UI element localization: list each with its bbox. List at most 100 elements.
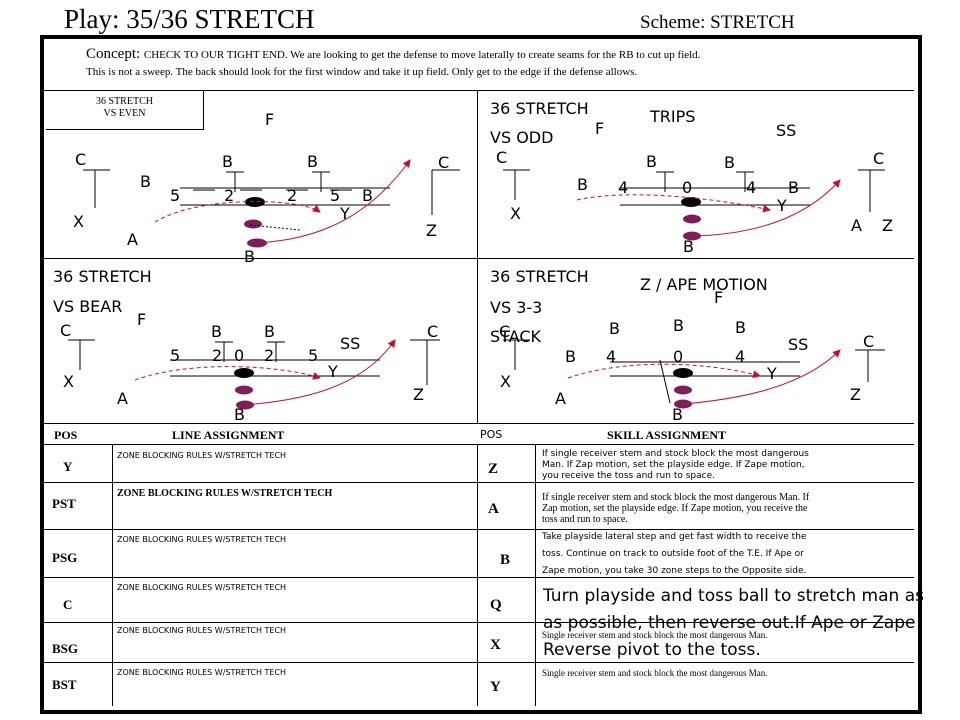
table-row-line-2	[44, 529, 914, 530]
concept-text: Concept: CHECK TO OUR TIGHT END. We are …	[86, 46, 906, 81]
skill-pos-b: B	[500, 552, 511, 568]
concept-lead: Concept:	[86, 46, 144, 62]
stack-4a: 4	[606, 347, 617, 366]
stack-a: A	[555, 389, 566, 408]
play-sheet-frame	[40, 35, 922, 714]
bear-c-right: C	[427, 322, 439, 341]
line-rule-bst: ZONE BLOCKING RULES W/STRETCH TECH	[117, 668, 287, 677]
stack-c-right: C	[863, 332, 875, 351]
stack-b-rb: B	[672, 405, 683, 424]
pos2-header: POS	[480, 428, 503, 441]
bear-x: X	[63, 372, 74, 391]
skill-pos-y: Y	[490, 679, 501, 695]
bear-b1: B	[211, 322, 222, 341]
table-row-line-1	[44, 482, 914, 483]
divider-table-top	[44, 423, 914, 424]
diagram-even	[83, 159, 460, 248]
stack-b1: B	[609, 319, 620, 338]
bear-z: Z	[413, 385, 424, 404]
stack-0: 0	[673, 347, 684, 366]
bear-title-1: 36 STRETCH	[53, 267, 152, 286]
divider-concept	[44, 90, 914, 91]
stack-x: X	[500, 372, 511, 391]
odd-b-rb: B	[683, 237, 694, 256]
q-overlay-line-2: as possible, then reverse out.If Ape or …	[543, 613, 916, 633]
line-pos-y: Y	[63, 459, 73, 474]
even-b-rb: B	[244, 247, 255, 266]
stack-z: Z	[850, 385, 861, 404]
table-col-line-2	[477, 444, 478, 706]
q-overlay-line-3: Reverse pivot to the toss.	[543, 640, 761, 660]
even-2a: 2	[224, 186, 235, 205]
line-pos-pst: PST	[52, 496, 76, 511]
scheme-label: Scheme: STRETCH	[640, 12, 795, 33]
odd-c-left: C	[496, 148, 508, 167]
stack-c-left: C	[499, 322, 511, 341]
skill-pos-x: X	[490, 637, 501, 653]
skill-pos-q: Q	[490, 597, 502, 613]
even-2b: 2	[287, 186, 298, 205]
bear-title-2: VS BEAR	[53, 297, 123, 316]
line-rule-bsg: ZONE BLOCKING RULES W/STRETCH TECH	[117, 626, 287, 635]
even-c-right: C	[438, 153, 450, 172]
bear-a: A	[117, 389, 128, 408]
odd-ss: SS	[776, 121, 797, 140]
divider-diagrams-mid	[44, 258, 914, 259]
bear-b-rb: B	[234, 405, 245, 424]
bear-b2: B	[264, 322, 275, 341]
play-title: Play: 35/36 STRETCH	[64, 4, 315, 34]
line-rule-psg: ZONE BLOCKING RULES W/STRETCH TECH	[117, 535, 287, 544]
line-rule-pst: ZONE BLOCKING RULES W/STRETCH TECH	[117, 488, 333, 499]
even-c-left: C	[75, 150, 87, 169]
stack-title-3: STACK	[490, 327, 542, 346]
diagram-bear	[68, 339, 440, 410]
even-b1: B	[222, 152, 233, 171]
bear-2a: 2	[212, 346, 223, 365]
even-a: A	[127, 230, 138, 249]
bear-5b: 5	[308, 346, 319, 365]
stack-ss: SS	[788, 335, 809, 354]
bear-y: Y	[328, 362, 338, 381]
odd-y: Y	[777, 196, 787, 215]
line-rule-c: ZONE BLOCKING RULES W/STRETCH TECH	[117, 583, 287, 592]
even-y: Y	[340, 204, 350, 223]
skill-pos-a: A	[488, 501, 499, 517]
even-z: Z	[426, 221, 437, 240]
stack-4b: 4	[735, 347, 746, 366]
q-assignment-overlay: Turn playside and toss ball to stretch m…	[543, 583, 924, 664]
bear-5a: 5	[170, 346, 181, 365]
stack-b3: B	[735, 318, 746, 337]
stack-title-1: 36 STRETCH	[490, 267, 589, 286]
odd-a: A	[851, 216, 862, 235]
odd-z: Z	[882, 216, 893, 235]
skill-text-b: Take playside lateral step and get fast …	[542, 532, 807, 576]
odd-4a: 4	[618, 178, 629, 197]
diagram-odd	[503, 169, 885, 241]
odd-c-right: C	[873, 149, 885, 168]
q-overlay-line-1: Turn playside and toss ball to stretch m…	[543, 586, 924, 606]
stack-b-side: B	[565, 347, 576, 366]
odd-b3: B	[577, 175, 588, 194]
divider-table-header	[44, 444, 914, 445]
skill-text-y: Single receiver stem and stock block the…	[542, 668, 768, 678]
odd-f: F	[595, 119, 605, 138]
skill-assignment-header: SKILL ASSIGNMENT	[607, 428, 727, 442]
bear-f: F	[137, 310, 147, 329]
line-pos-bst: BST	[52, 677, 77, 692]
odd-title-1: 36 STRETCH	[490, 99, 589, 118]
bear-c-left: C	[60, 321, 72, 340]
odd-b2: B	[724, 153, 735, 172]
concept-line-1: CHECK TO OUR TIGHT END. We are looking t…	[143, 49, 701, 61]
odd-title-2: VS ODD	[490, 128, 554, 147]
table-row-line-4	[44, 622, 914, 623]
even-b4: B	[362, 186, 373, 205]
odd-x: X	[510, 204, 521, 223]
even-x: X	[73, 212, 84, 231]
stack-motion: Z / APE MOTION	[640, 275, 768, 294]
skill-text-x: Single receiver stem and stock block the…	[542, 630, 768, 640]
bear-0: 0	[234, 346, 245, 365]
even-f: F	[265, 110, 275, 129]
even-5b: 5	[330, 186, 341, 205]
odd-b1: B	[646, 152, 657, 171]
